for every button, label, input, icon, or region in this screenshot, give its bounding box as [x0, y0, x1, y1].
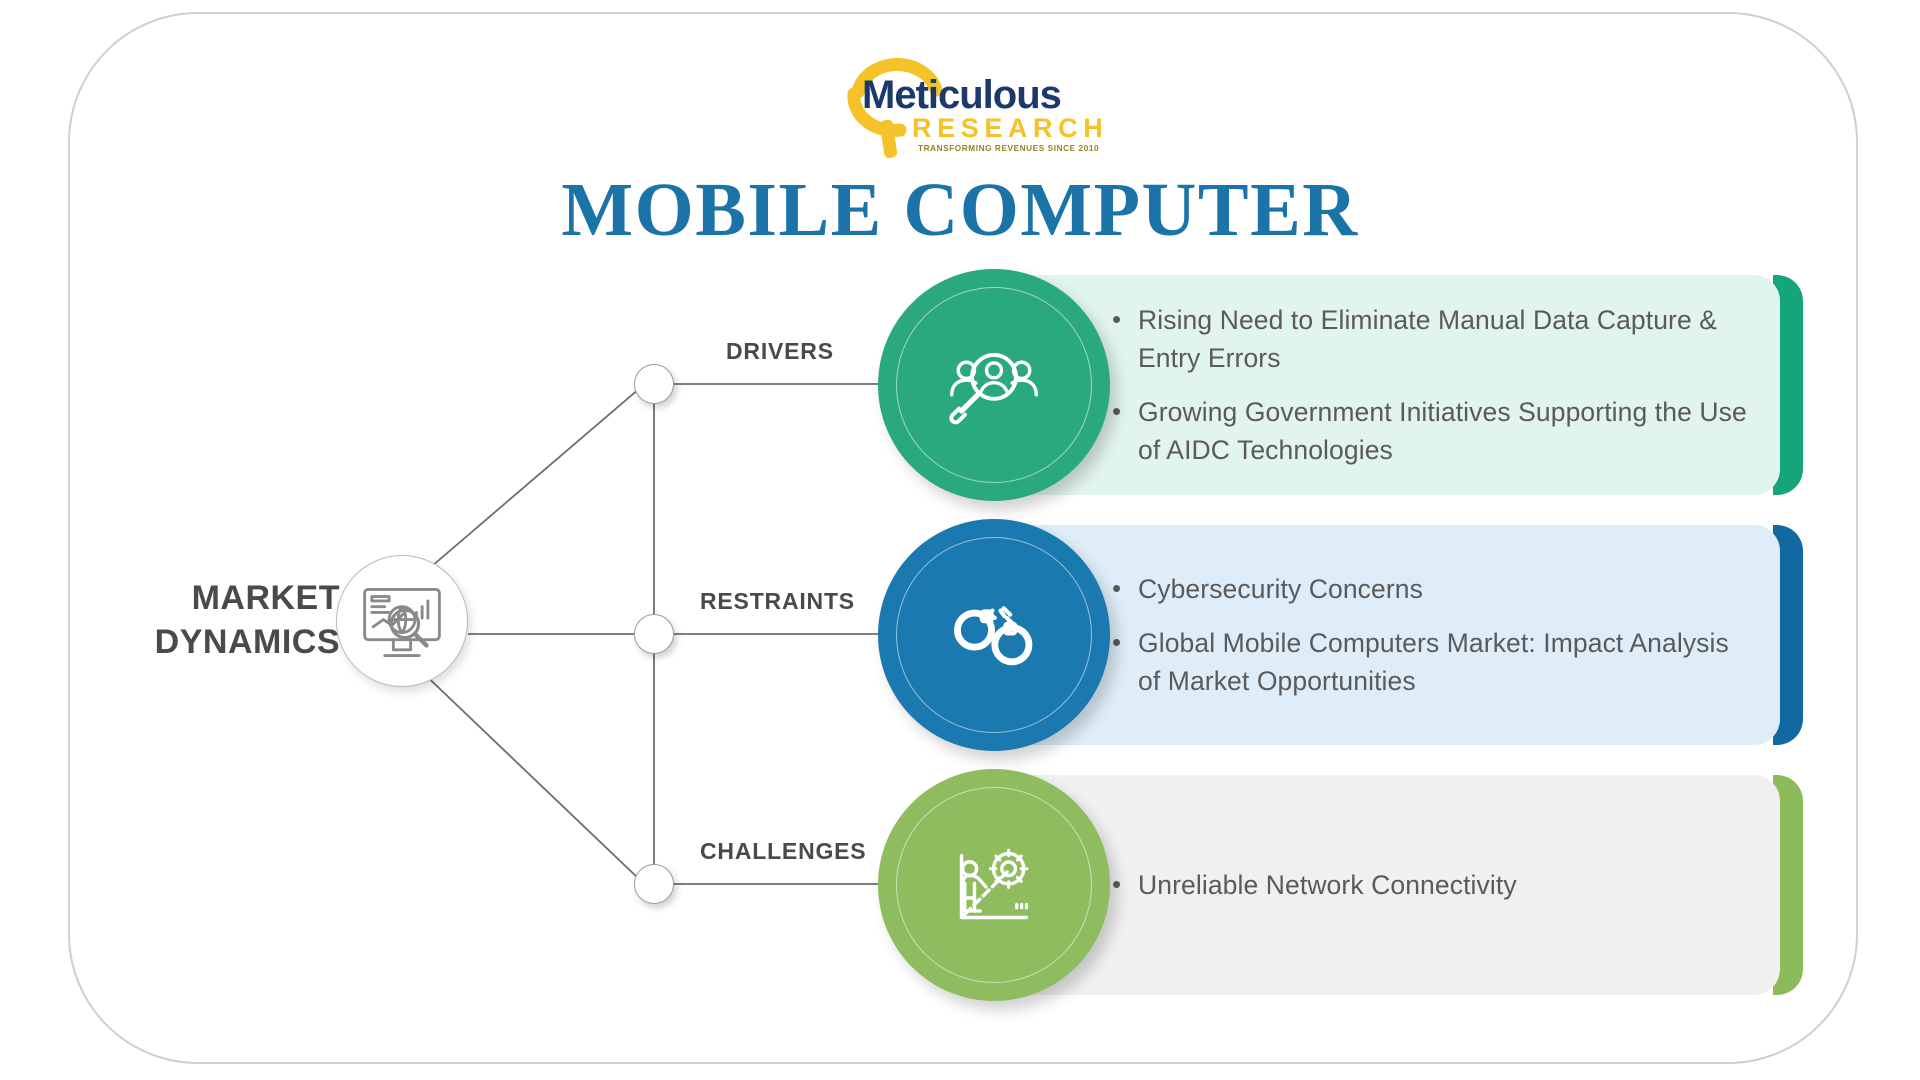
- svg-text:Meticulous: Meticulous: [862, 73, 1061, 117]
- person-pushing-gear-icon: [959, 848, 1029, 920]
- market-dynamics-line1: MARKET: [191, 579, 340, 617]
- list-item: Growing Government Initiatives Supportin…: [1108, 392, 1758, 469]
- list-item: Cybersecurity Concerns: [1108, 569, 1758, 608]
- market-dynamics-line2: DYNAMICS: [154, 623, 340, 661]
- icon-circle-restraints[interactable]: [878, 519, 1110, 751]
- market-dynamics-label: MARKET DYNAMICS: [140, 576, 340, 664]
- svg-text:TRANSFORMING REVENUES SINCE: TRANSFORMING REVENUES SINCE 2010: [918, 144, 1099, 153]
- list-item: Unreliable Network Connectivity: [1108, 865, 1758, 904]
- icon-inner-ring: [896, 287, 1092, 483]
- row-drivers: Rising Need to Eliminate Manual Data Cap…: [878, 269, 1803, 501]
- icon-inner-ring: [896, 787, 1092, 983]
- node-dot-restraints[interactable]: [634, 614, 674, 654]
- category-label-restraints: RESTRAINTS: [700, 588, 855, 614]
- market-analytics-monitor-icon: [363, 587, 441, 657]
- bullet-list-challenges: Unreliable Network Connectivity: [1108, 775, 1758, 995]
- node-dot-drivers[interactable]: [634, 364, 674, 404]
- market-dynamics-hub[interactable]: [336, 555, 468, 687]
- logo-graphic: Meticulous RESEARCH TRANSFORMING REVENUE…: [847, 58, 1108, 158]
- bullet-list-drivers: Rising Need to Eliminate Manual Data Cap…: [1108, 275, 1758, 495]
- icon-inner-ring: [896, 537, 1092, 733]
- svg-text:RESEARCH: RESEARCH: [912, 113, 1108, 143]
- list-item: Rising Need to Eliminate Manual Data Cap…: [1108, 300, 1758, 377]
- category-label-challenges: CHALLENGES: [700, 838, 867, 864]
- icon-circle-challenges[interactable]: [878, 769, 1110, 1001]
- bullet-list-restraints: Cybersecurity Concerns Global Mobile Com…: [1108, 525, 1758, 745]
- row-challenges: Unreliable Network Connectivity: [878, 769, 1803, 1001]
- meticulous-research-logo: Meticulous RESEARCH TRANSFORMING REVENUE…: [840, 52, 1110, 164]
- icon-circle-drivers[interactable]: [878, 269, 1110, 501]
- handcuffs-icon: [954, 606, 1033, 666]
- list-item: Global Mobile Computers Market: Impact A…: [1108, 623, 1758, 700]
- node-dot-challenges[interactable]: [634, 864, 674, 904]
- category-label-drivers: DRIVERS: [726, 338, 834, 364]
- page-title: MOBILE COMPUTER: [561, 168, 1359, 252]
- row-restraints: Cybersecurity Concerns Global Mobile Com…: [878, 519, 1803, 751]
- people-magnifier-icon: [949, 352, 1038, 425]
